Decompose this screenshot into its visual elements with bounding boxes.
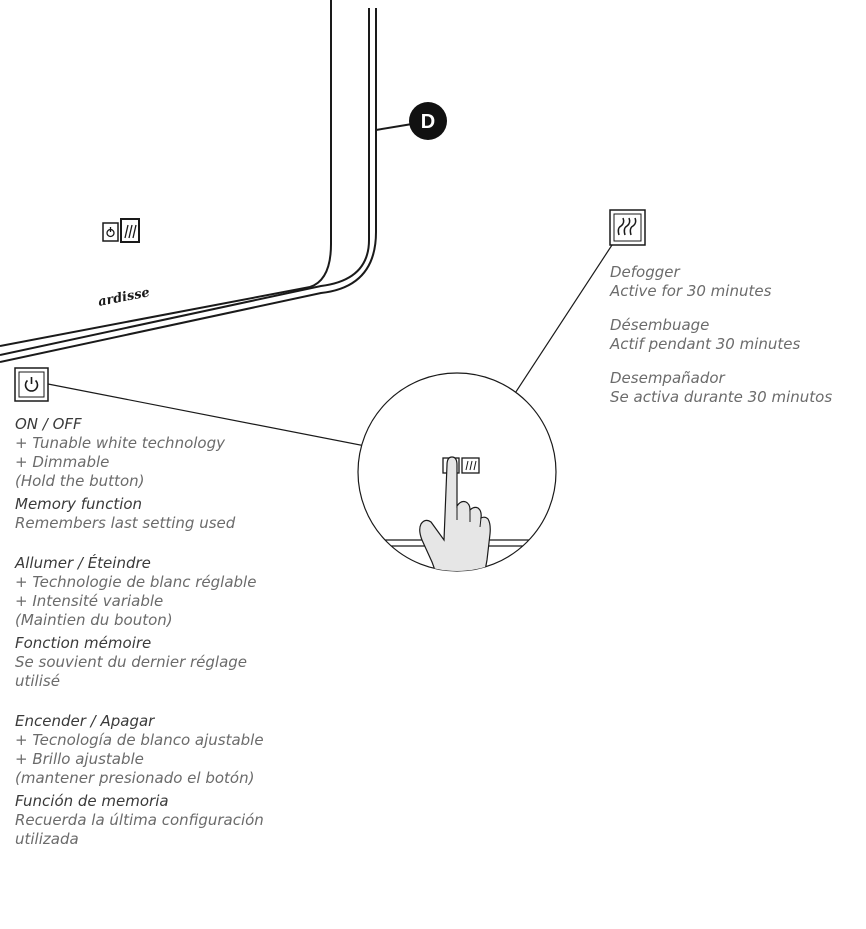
memory-desc-fr: Se souvient du dernier réglage: [15, 653, 248, 671]
callout-letter: D: [421, 111, 435, 133]
power-title-fr: Allumer / Éteindre: [15, 554, 151, 572]
power-description: ON / OFF + Tunable white technology + Di…: [15, 415, 264, 849]
detail-button-defogger: [461, 457, 480, 474]
power-item-en: + Tunable white technology: [15, 434, 225, 452]
memory-desc-en: Remembers last setting used: [15, 514, 236, 532]
power-item-es: + Tecnología de blanco ajustable: [15, 731, 264, 749]
memory-desc-fr: utilisé: [15, 672, 60, 690]
callout-leader: [375, 123, 413, 131]
callout-circle: [409, 102, 447, 140]
power-item-fr: + Technologie de blanc réglable: [15, 573, 257, 591]
memory-title-en: Memory function: [15, 495, 143, 513]
power-title-es: Encender / Apagar: [15, 712, 155, 730]
defogger-title-es: Desempañador: [610, 369, 725, 387]
hand-pointer-icon: [419, 456, 491, 571]
defogger-title-fr: Désembuage: [610, 316, 710, 334]
memory-title-fr: Fonction mémoire: [15, 634, 152, 652]
defogger-detail-es: Se activa durante 30 minutos: [610, 388, 833, 406]
power-item-en: (Hold the button): [15, 472, 145, 490]
defogger-description: Defogger Active for 30 minutes Désembuag…: [610, 263, 832, 407]
power-item-fr: + Intensité variable: [15, 592, 164, 610]
mirror-frame-outer: [0, 8, 377, 363]
power-title-en: ON / OFF: [15, 415, 82, 433]
brand-logo: ardisse: [97, 285, 151, 310]
mirror-frame-inner: [0, 8, 370, 356]
power-item-es: (mantener presionado el botón): [15, 769, 255, 787]
defogger-icon: [609, 209, 646, 246]
defogger-detail-fr: Actif pendant 30 minutes: [610, 335, 801, 353]
mirror-glass-edge: [0, 0, 332, 347]
power-item-en: + Dimmable: [15, 453, 110, 471]
defogger-title-en: Defogger: [610, 263, 680, 281]
memory-desc-es: utilizada: [15, 830, 79, 848]
power-item-fr: (Maintien du bouton): [15, 611, 173, 629]
mirror-button-defogger: [120, 218, 140, 243]
memory-desc-es: Recuerda la última configuración: [15, 811, 264, 829]
power-icon: [14, 367, 49, 402]
mirror-button-power: [102, 222, 119, 242]
memory-title-es: Función de memoria: [15, 792, 169, 810]
defogger-detail-en: Active for 30 minutes: [610, 282, 772, 300]
power-item-es: + Brillo ajustable: [15, 750, 144, 768]
